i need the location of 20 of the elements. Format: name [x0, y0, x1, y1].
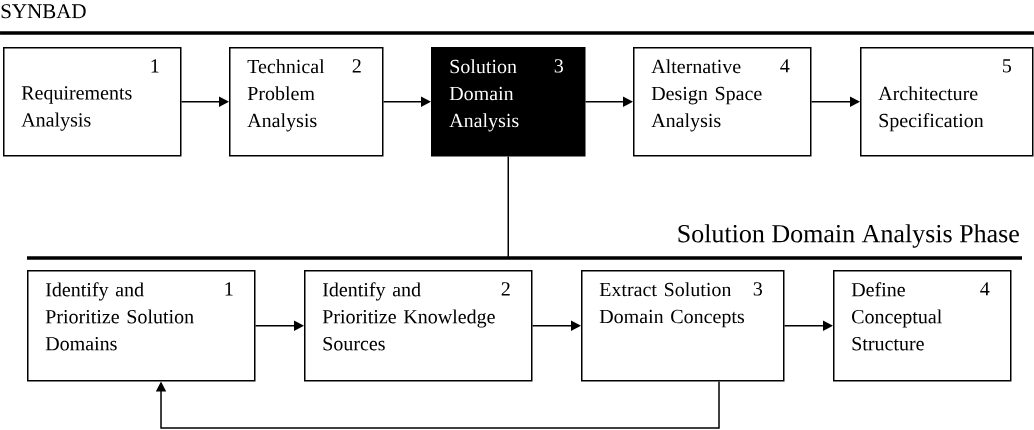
arrow	[584, 96, 633, 107]
process-box: Alternative Design Space Analysis 4	[633, 47, 812, 157]
arrow	[531, 320, 581, 331]
connector-line	[507, 155, 509, 260]
process-box: Technical Problem Analysis 2	[229, 47, 384, 157]
process-box: Identify and Prioritize Knowledge Sources 2	[304, 270, 533, 382]
process-box: Requirements Analysis 1	[3, 47, 182, 157]
arrow	[180, 96, 229, 107]
process-box: Identify and Prioritize Solution Domains 1	[27, 270, 256, 382]
phase-heading: Solution Domain Analysis Phase	[27, 224, 1022, 260]
process-box: Define Conceptual Structure 4	[833, 270, 1012, 382]
heading: SYNBAD	[1, 4, 86, 19]
process-box: Solution Domain Analysis 3	[431, 47, 586, 157]
feedback-arrow	[155, 380, 720, 429]
process-box: Architecture Specification 5	[860, 47, 1034, 157]
arrow	[783, 320, 833, 331]
arrow	[382, 96, 431, 107]
arrow	[810, 96, 860, 107]
process-box: Extract Solution Domain Concepts 3	[581, 270, 785, 382]
arrow	[254, 320, 304, 331]
